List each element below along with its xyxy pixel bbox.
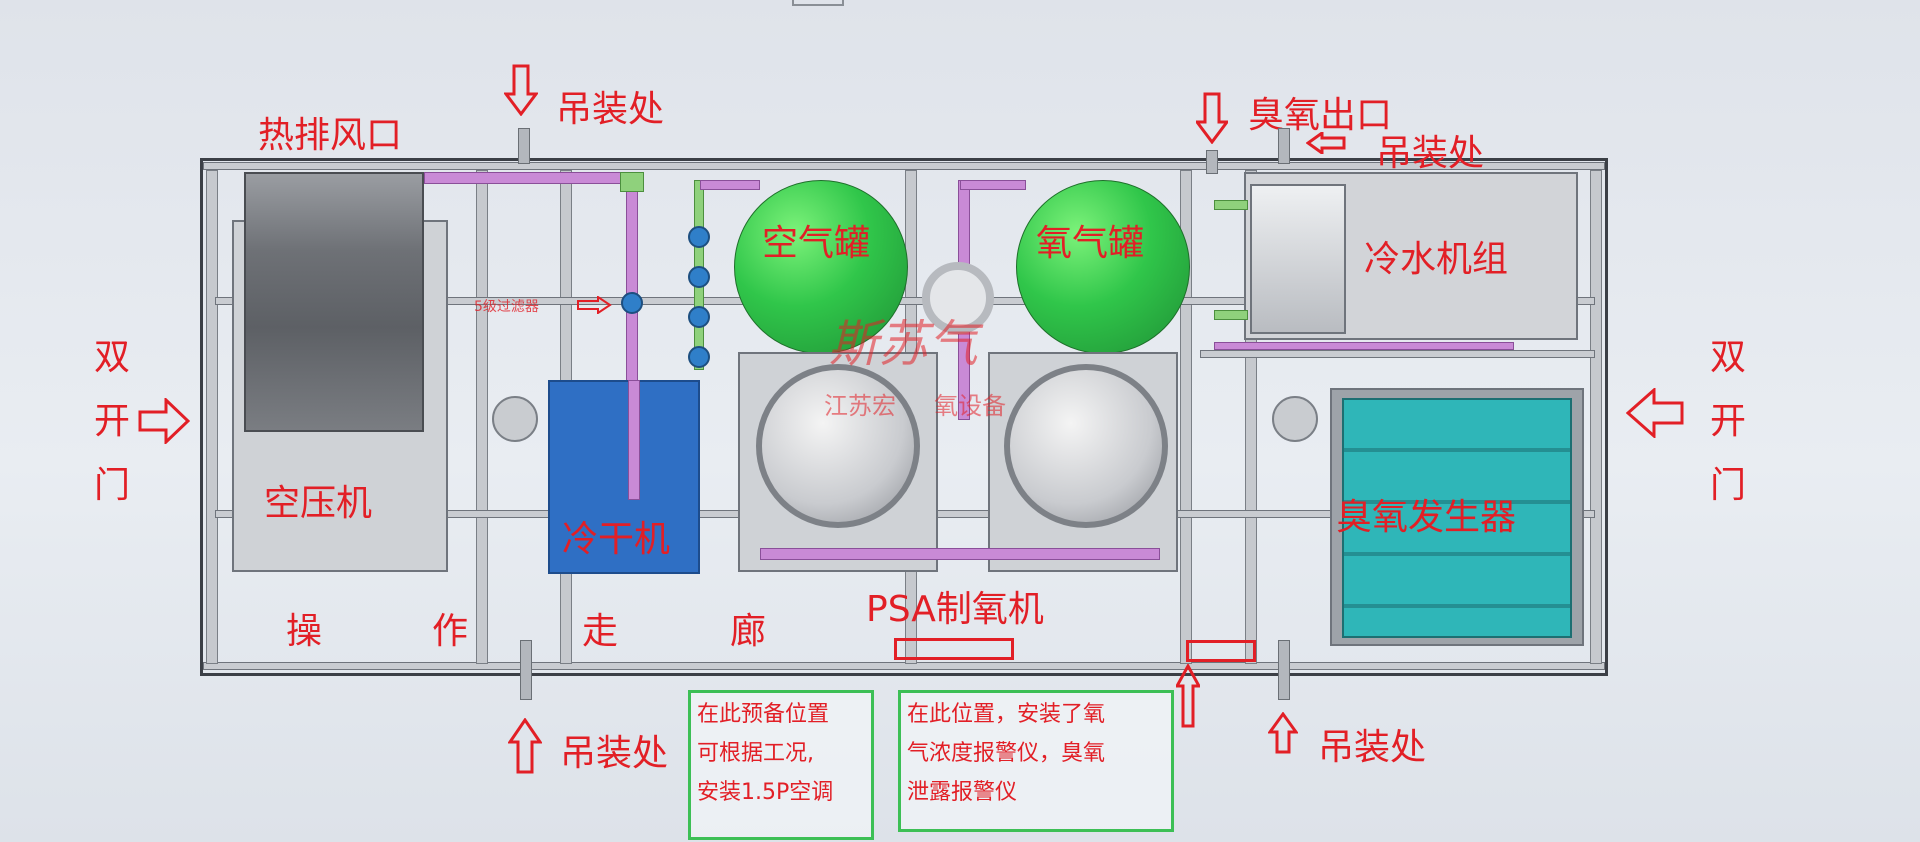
filter-valve [621,292,643,314]
lift-stud [520,640,532,700]
dryer-label: 冷干机 [562,519,671,560]
blower-ring [922,262,994,334]
lift-point-label-top-left: 吊装处 [556,89,665,130]
frame-post [476,170,488,664]
note-line: 安装1.5P空调 [697,780,834,805]
filter-label: 5级过滤器 [474,299,539,315]
floor-drain [492,396,538,442]
watermark-subtitle: 江苏宏 氧设备 [824,392,1007,420]
left-arrow-icon [1306,132,1346,154]
air-tank [734,180,908,354]
bottom-rail [203,662,1605,670]
lift-stud [1278,128,1290,164]
right-arrow-icon [577,296,612,314]
compressor-fan-housing [244,172,424,432]
heat-exhaust-label: 热排风口 [258,115,403,156]
ozone-outlet-label: 臭氧出口 [1248,95,1393,136]
lift-point-label-bottom-right: 吊装处 [1318,727,1427,768]
container-frame [200,158,1608,676]
filter-valve [688,346,710,368]
note-line: 气浓度报警仪，臭氧 [907,741,1106,766]
note-ac-reserve: 在此预备位置 可根据工况, 安装1.5P空调 [688,690,874,840]
up-arrow-icon [508,718,542,774]
frame-post [1590,170,1602,664]
oxygen-tank-label: 氧气罐 [1036,223,1145,264]
filter-valve [688,266,710,288]
note-line: 泄露报警仪 [907,780,1018,805]
frame-post [206,170,218,664]
watermark-logo: 斯苏气 [828,315,978,373]
oxygen-pipe [960,180,1026,190]
chiller-label: 冷水机组 [1364,239,1509,280]
chiller-panel [1250,184,1346,334]
up-arrow-icon [1268,712,1298,754]
chiller-pipe [1214,342,1514,350]
compressor-label: 空压机 [264,483,373,524]
floor-drain [1272,396,1318,442]
chiller-pipe [1214,200,1248,210]
lift-point-label-top-right: 吊装处 [1376,133,1485,174]
filter-valve [688,306,710,328]
note-line: 在此位置，安装了氧 [907,702,1106,727]
ozone-outlet-pipe [1206,150,1218,174]
air-pipe [424,172,632,184]
corridor-char: 操 [286,611,323,652]
double-door-label-left: 双开门 [94,326,134,518]
cross-beam [215,297,1595,305]
psa-vessel-right [1004,364,1168,528]
pipe-fitting [620,172,644,192]
alarm-position-marker [1186,640,1256,662]
down-arrow-icon [1196,92,1228,144]
note-alarm-installed: 在此位置，安装了氧 气浓度报警仪，臭氧 泄露报警仪 [898,690,1174,832]
top-rail [203,162,1605,170]
right-arrow-icon [138,398,190,444]
door-right-text: 双开门 [1710,337,1747,506]
oxygen-tank [1016,180,1190,354]
lift-stud [1278,640,1290,700]
door-left-text: 双开门 [94,337,131,506]
psa-manifold [760,548,1160,560]
dryer-pipe [628,380,640,500]
filter-valve [688,226,710,248]
cross-beam [1200,350,1595,358]
note-line: 可根据工况, [697,741,814,766]
ozone-generator-panel [1342,398,1572,638]
chiller-pipe [1214,310,1248,320]
down-arrow-icon [504,64,538,116]
left-arrow-icon [1626,388,1684,438]
ozone-generator-label: 臭氧发生器 [1336,497,1517,538]
note-line: 在此预备位置 [697,702,830,727]
psa-label: PSA制氧机 [866,589,1044,630]
corridor-char: 廊 [730,611,767,652]
double-door-label-right: 双开门 [1710,326,1750,518]
psa-vessel-left [756,364,920,528]
refrigerated-dryer [548,380,700,574]
top-marker [792,0,844,6]
lift-point-label-bottom-left: 吊装处 [560,733,669,774]
ac-position-marker [894,638,1014,660]
lift-stud [518,128,530,164]
air-tank-label: 空气罐 [762,223,871,264]
corridor-char: 走 [582,611,619,652]
air-pipe [700,180,760,190]
up-arrow-icon [1176,664,1200,728]
corridor-char: 作 [432,611,469,652]
